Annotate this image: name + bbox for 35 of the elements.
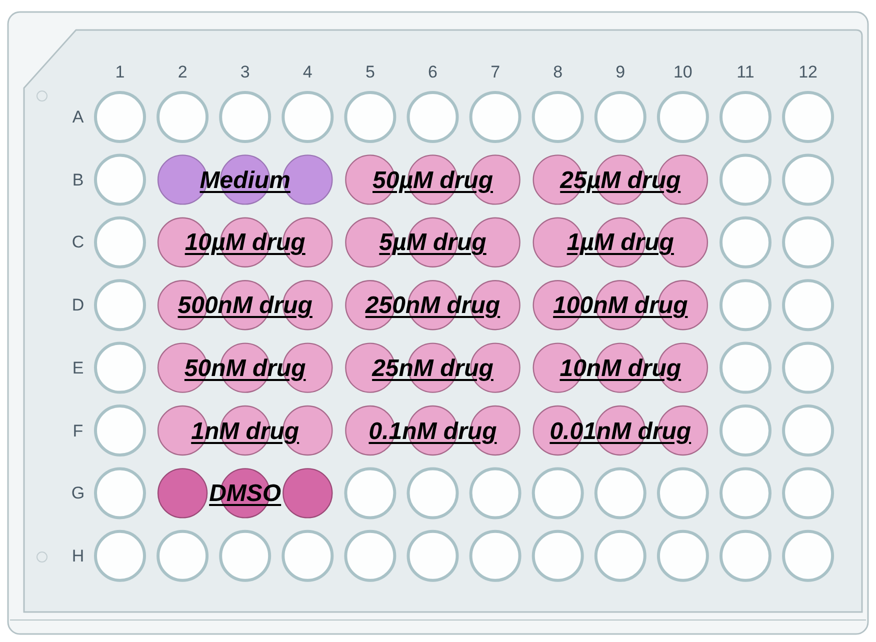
- well-group-label: 1nM drug: [191, 420, 300, 444]
- column-number: 2: [178, 64, 188, 80]
- well-group-label: 10µM drug: [184, 231, 306, 256]
- well-group-label: 500nM drug: [178, 294, 312, 318]
- row-letter: H: [72, 547, 84, 564]
- column-number: 11: [736, 64, 754, 80]
- well-group-label: 5µM drug: [379, 231, 486, 256]
- column-number: 10: [673, 64, 692, 80]
- row-letter: E: [72, 359, 84, 376]
- well-group-label: 50µM drug: [372, 168, 493, 193]
- well-group-label: 100nM drug: [553, 294, 688, 318]
- column-number: 9: [616, 64, 626, 80]
- column-number: 8: [553, 64, 563, 80]
- well-group-label: 25nM drug: [372, 356, 494, 381]
- well-group-label: 250nM drug: [365, 294, 500, 318]
- well-group-label: 50nM drug: [184, 356, 306, 381]
- well-group-label: 1µM drug: [566, 231, 674, 256]
- column-number: 1: [115, 64, 125, 80]
- column-number: 3: [240, 64, 250, 80]
- row-letter: F: [72, 422, 84, 439]
- well-group-label: 0.01nM drug: [550, 420, 692, 444]
- column-number: 7: [490, 64, 500, 80]
- well-group-label: 0.1nM drug: [368, 420, 497, 444]
- row-letter: A: [72, 108, 84, 126]
- row-letter: C: [72, 234, 84, 251]
- column-number: 12: [798, 64, 818, 80]
- column-number: 6: [428, 64, 438, 80]
- well-group-label: 10nM drug: [560, 356, 682, 381]
- well-group-label: 25µM drug: [560, 168, 681, 193]
- row-letter: D: [72, 296, 84, 314]
- row-letter: B: [72, 171, 84, 188]
- well-group-label: Medium: [200, 168, 290, 193]
- column-number: 5: [365, 64, 375, 80]
- column-number: 4: [302, 64, 312, 80]
- row-letter: G: [71, 484, 85, 502]
